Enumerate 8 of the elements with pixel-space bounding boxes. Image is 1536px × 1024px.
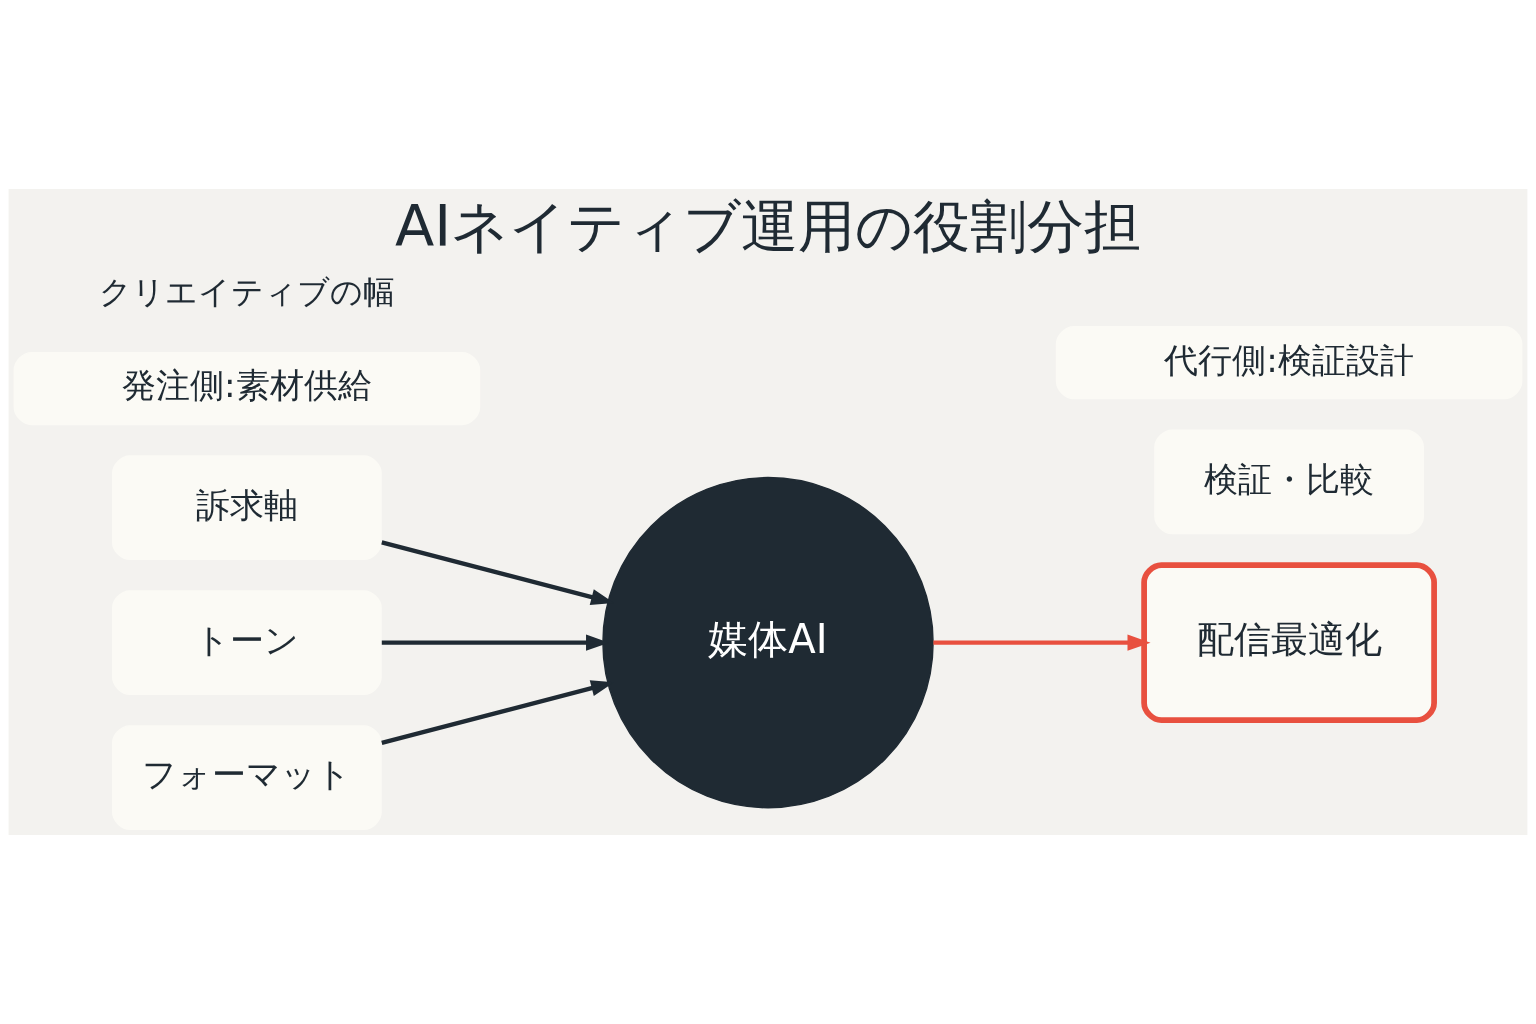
diagram-title: AIネイティブ運用の役割分担 — [394, 193, 1142, 261]
label: クリエイティブの幅 — [98, 274, 395, 311]
node-box: フォーマット — [111, 725, 382, 830]
node-box: トーン — [111, 590, 382, 696]
node-box: 訴求軸 — [111, 455, 382, 561]
node-box: 配信最適化 — [1141, 562, 1437, 724]
arrow — [933, 634, 1151, 651]
node-circle: 媒体AI — [602, 476, 934, 809]
